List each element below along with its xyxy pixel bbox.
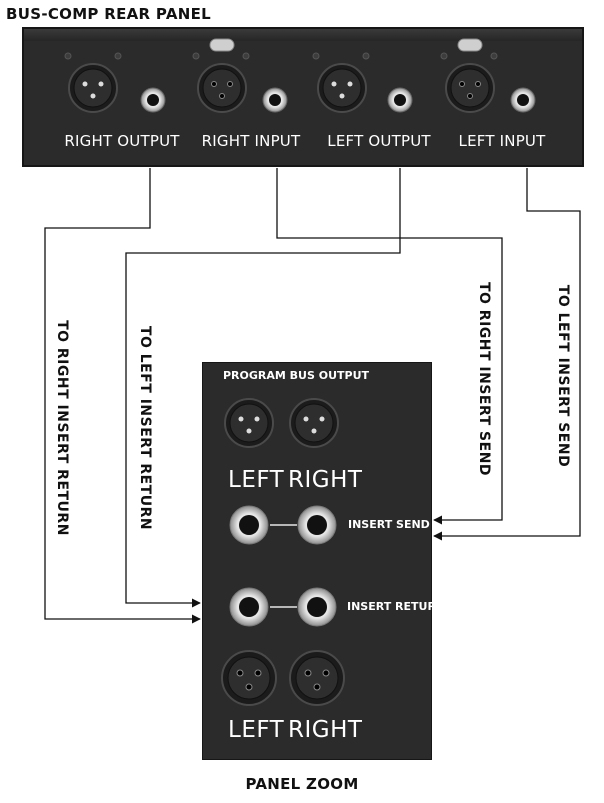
left-input-jack	[510, 87, 536, 113]
label-right-input: RIGHT INPUT	[201, 132, 301, 150]
left-output-xlr	[317, 63, 367, 113]
line-right-insert-return	[44, 168, 201, 624]
label-bottom-left: LEFT	[228, 717, 285, 743]
label-top-right: RIGHT	[288, 467, 363, 493]
label-to-left-insert-send: TO LEFT INSERT SEND	[555, 284, 571, 468]
zoom-insert-send-right-jack	[297, 505, 337, 545]
label-left-input: LEFT INPUT	[458, 132, 546, 150]
right-output-jack	[140, 87, 166, 113]
line-right-insert-send	[276, 168, 503, 525]
label-bottom-right: RIGHT	[288, 717, 363, 743]
zoom-insert-return-right-jack	[297, 587, 337, 627]
panel-screws	[64, 52, 498, 60]
diagram-title: BUS-COMP REAR PANEL	[6, 5, 212, 23]
zoom-top-left-xlr	[224, 398, 274, 448]
left-output-jack	[387, 87, 413, 113]
right-output-xlr	[68, 63, 118, 113]
footer-title: PANEL ZOOM	[245, 775, 359, 793]
label-to-left-insert-return: TO LEFT INSERT RETURN	[137, 325, 153, 531]
label-insert-return: INSERT RETURN	[347, 600, 446, 613]
left-input-xlr	[445, 38, 495, 113]
right-input-jack	[262, 87, 288, 113]
label-program-bus-output: PROGRAM BUS OUTPUT	[223, 369, 370, 382]
label-insert-send: INSERT SEND	[348, 518, 430, 531]
zoom-bottom-right-xlr	[289, 650, 345, 706]
right-input-xlr	[197, 38, 247, 113]
label-top-left: LEFT	[228, 467, 285, 493]
label-to-right-insert-send: TO RIGHT INSERT SEND	[476, 281, 492, 477]
zoom-insert-send-left-jack	[229, 505, 269, 545]
label-right-output: RIGHT OUTPUT	[64, 132, 180, 150]
zoom-insert-return-left-jack	[229, 587, 269, 627]
label-left-output: LEFT OUTPUT	[327, 132, 431, 150]
line-left-insert-return	[125, 168, 401, 608]
zoom-top-right-xlr	[289, 398, 339, 448]
zoom-bottom-left-xlr	[221, 650, 277, 706]
line-left-insert-send	[433, 168, 581, 541]
label-to-right-insert-return: TO RIGHT INSERT RETURN	[54, 320, 70, 536]
